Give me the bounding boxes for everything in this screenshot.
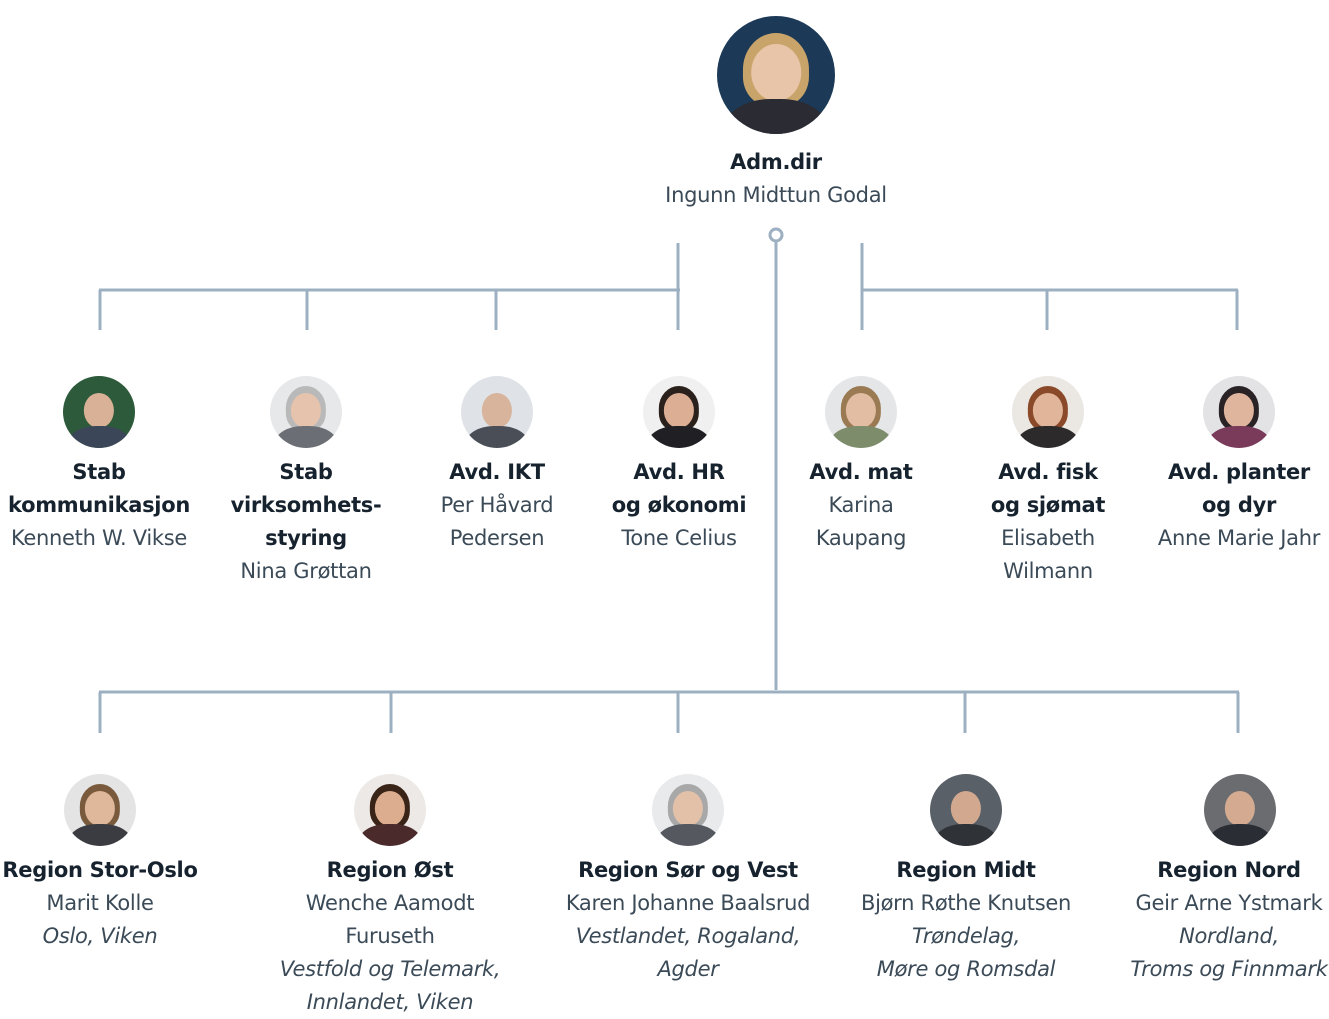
portrait-photo-icon — [1204, 774, 1276, 846]
portrait-photo-icon — [1203, 376, 1275, 448]
node-name: Marit Kolle — [46, 891, 154, 915]
node-region-ost: Region Øst Wenche Aamodt Furuseth Vestfo… — [260, 774, 520, 1019]
node-name: Kenneth W. Vikse — [10, 526, 188, 550]
node-role: Avd. mat — [809, 460, 913, 484]
portrait-photo-icon — [63, 376, 135, 448]
node-role: Adm.dir — [730, 150, 822, 174]
node-name: Karina — [828, 493, 894, 517]
node-region-stor-oslo: Region Stor-Oslo Marit Kolle Oslo, Viken — [0, 774, 230, 953]
node-role: Region Stor-Oslo — [2, 858, 198, 882]
node-name: Nina Grøttan — [240, 559, 372, 583]
node-stab-kommunikasjon: Stab kommunikasjon Kenneth W. Vikse — [0, 376, 229, 555]
node-role: Stab — [279, 460, 333, 484]
portrait-photo-icon — [930, 774, 1002, 846]
node-role: Region Midt — [896, 858, 1036, 882]
node-region-sor-vest: Region Sør og Vest Karen Johanne Baalsru… — [558, 774, 818, 986]
node-name: Wilmann — [1003, 559, 1093, 583]
node-avd-fisk-sjomat: Avd. fisk og sjømat Elisabeth Wilmann — [918, 376, 1178, 588]
portrait-photo-icon — [643, 376, 715, 448]
node-name: Pedersen — [449, 526, 545, 550]
org-connector-lines — [98, 227, 1240, 733]
node-avd-planter-dyr: Avd. planter og dyr Anne Marie Jahr — [1109, 376, 1329, 555]
node-name: Karen Johanne Baalsrud — [565, 891, 811, 915]
node-area: Møre og Romsdal — [876, 957, 1056, 981]
node-name: Geir Arne Ystmark — [1135, 891, 1323, 915]
portrait-photo-icon — [717, 16, 835, 134]
node-avd-ikt: Avd. IKT Per Håvard Pedersen — [367, 376, 627, 555]
node-role: Avd. planter — [1168, 460, 1310, 484]
portrait-photo-icon — [461, 376, 533, 448]
node-name: Tone Celius — [621, 526, 737, 550]
node-name: Bjørn Røthe Knutsen — [860, 891, 1071, 915]
portrait-photo-icon — [1012, 376, 1084, 448]
node-role: Stab — [72, 460, 126, 484]
node-role: og dyr — [1201, 493, 1277, 517]
node-role: og sjømat — [990, 493, 1106, 517]
portrait-photo-icon — [64, 774, 136, 846]
node-role: styring — [265, 526, 347, 550]
portrait-photo-icon — [825, 376, 897, 448]
portrait-photo-icon — [270, 376, 342, 448]
portrait-photo-icon — [354, 774, 426, 846]
node-role: Region Nord — [1157, 858, 1301, 882]
node-name: Ingunn Midttun Godal — [665, 183, 887, 207]
node-area: Vestfold og Telemark, — [279, 957, 501, 981]
node-name: Per Håvard — [440, 493, 554, 517]
node-name: Kaupang — [815, 526, 907, 550]
node-area: Nordland, — [1179, 924, 1279, 948]
node-role: virksomhets- — [230, 493, 382, 517]
node-area: Oslo, Viken — [42, 924, 158, 948]
node-role: Region Øst — [326, 858, 454, 882]
node-region-nord: Region Nord Geir Arne Ystmark Nordland, … — [1079, 774, 1328, 986]
node-role: Avd. HR — [633, 460, 725, 484]
node-adm-dir: Adm.dir Ingunn Midttun Godal — [646, 16, 906, 212]
node-role: Region Sør og Vest — [578, 858, 798, 882]
node-area: Innlandet, Viken — [306, 990, 474, 1014]
node-role: Avd. IKT — [449, 460, 545, 484]
node-avd-hr-okonomi: Avd. HR og økonomi Tone Celius — [549, 376, 809, 555]
node-avd-mat: Avd. mat Karina Kaupang — [731, 376, 991, 555]
node-area: Trøndelag, — [912, 924, 1020, 948]
node-area: Vestlandet, Rogaland, — [575, 924, 801, 948]
node-name: Wenche Aamodt Furuseth — [305, 891, 475, 948]
portrait-photo-icon — [652, 774, 724, 846]
node-name: Anne Marie Jahr — [1157, 526, 1321, 550]
node-area: Troms og Finnmark — [1130, 957, 1328, 981]
node-role: Avd. fisk — [998, 460, 1098, 484]
trunk-node-icon — [768, 227, 784, 243]
node-area: Agder — [657, 957, 719, 981]
node-region-midt: Region Midt Bjørn Røthe Knutsen Trøndela… — [836, 774, 1096, 986]
node-role: og økonomi — [611, 493, 747, 517]
node-role: kommunikasjon — [7, 493, 190, 517]
node-name: Elisabeth — [1001, 526, 1095, 550]
node-stab-virksomhetsstyring: Stab virksomhets- styring Nina Grøttan — [176, 376, 436, 588]
